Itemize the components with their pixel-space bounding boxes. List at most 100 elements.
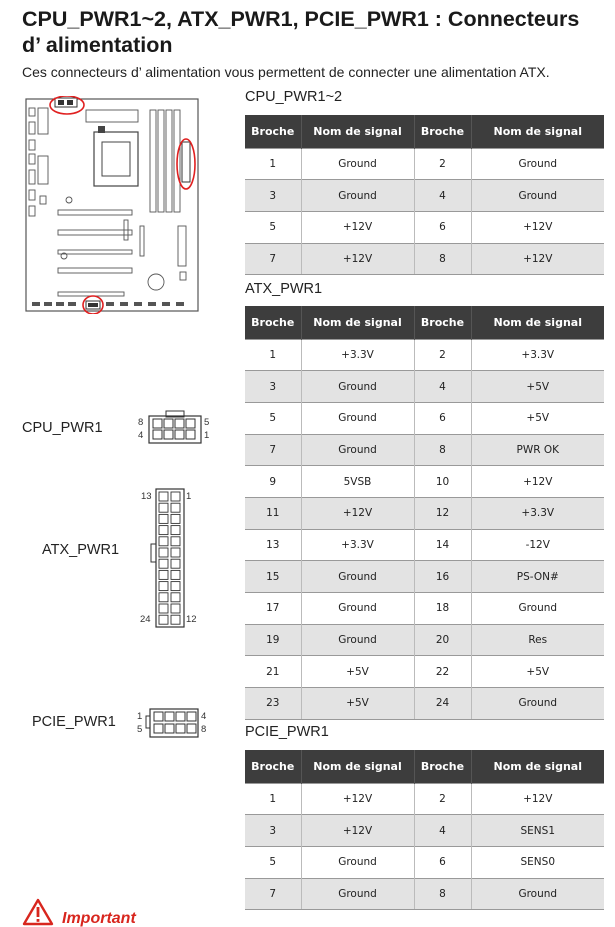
pin-number-cell: 1 bbox=[245, 782, 301, 815]
signal-name-cell: SENS1 bbox=[470, 814, 604, 847]
pcie-pin-1-label: 1 bbox=[137, 711, 143, 722]
signal-name-cell: +12V bbox=[300, 782, 414, 815]
page-title: CPU_PWR1~2, ATX_PWR1, PCIE_PWR1 : Connec… bbox=[22, 7, 580, 57]
column-header: Nom de signal bbox=[470, 115, 604, 148]
pin-number-cell: 1 bbox=[245, 147, 301, 180]
signal-name-cell: +3.3V bbox=[470, 338, 604, 371]
signal-name-cell: SENS0 bbox=[470, 845, 604, 879]
pin-number-cell: 6 bbox=[413, 401, 471, 435]
pin-number-cell: 8 bbox=[413, 433, 471, 466]
signal-name-cell: Ground bbox=[300, 179, 414, 212]
signal-name-cell: Ground bbox=[470, 592, 604, 625]
signal-name-cell: +12V bbox=[300, 496, 414, 530]
pcie-pwr-label: PCIE_PWR1 bbox=[32, 714, 116, 730]
atx-pin-square bbox=[158, 547, 169, 558]
pin-number-cell: 10 bbox=[413, 465, 471, 498]
signal-name-cell: Ground bbox=[300, 401, 414, 435]
pin-number-cell: 6 bbox=[413, 845, 471, 879]
pin-number-cell: 1 bbox=[245, 338, 301, 371]
column-header: Broche bbox=[245, 306, 301, 339]
atx-pin-square bbox=[170, 614, 181, 625]
signal-name-cell: Ground bbox=[300, 560, 414, 593]
atx-pin-square bbox=[170, 569, 181, 580]
signal-name-cell: +12V bbox=[470, 242, 604, 276]
signal-name-cell: 5VSB bbox=[300, 465, 414, 498]
atx-pin-1-label: 1 bbox=[186, 491, 192, 502]
signal-name-cell: +12V bbox=[300, 210, 414, 244]
atx-pin-square bbox=[170, 513, 181, 524]
atx-pin-13-label: 13 bbox=[141, 491, 152, 502]
signal-name-cell: Ground bbox=[300, 623, 414, 656]
pin-number-cell: 5 bbox=[245, 210, 301, 244]
pin-number-cell: 3 bbox=[245, 179, 301, 212]
pin-number-cell: 22 bbox=[413, 655, 471, 688]
signal-name-cell: +3.3V bbox=[300, 528, 414, 561]
pcie-table-title: PCIE_PWR1 bbox=[245, 724, 329, 740]
atx-pwr-connector-drawing bbox=[150, 488, 185, 628]
column-header: Nom de signal bbox=[470, 306, 604, 339]
atx-pin-square bbox=[170, 603, 181, 614]
pin-number-cell: 7 bbox=[245, 433, 301, 466]
cpu-pin-8-label: 8 bbox=[138, 417, 144, 428]
signal-name-cell: -12V bbox=[470, 528, 604, 561]
atx-pin-12-label: 12 bbox=[186, 614, 197, 625]
pin-number-cell: 2 bbox=[413, 147, 471, 180]
signal-name-cell: Ground bbox=[470, 687, 604, 720]
atx-pin-square bbox=[170, 547, 181, 558]
pcie-pwr-connector-drawing bbox=[145, 708, 199, 738]
pin-number-cell: 13 bbox=[245, 528, 301, 561]
cpu-pin-5-label: 5 bbox=[204, 417, 210, 428]
atx-pwr-label: ATX_PWR1 bbox=[42, 542, 120, 558]
motherboard-diagram bbox=[25, 96, 199, 314]
column-header: Nom de signal bbox=[470, 750, 604, 783]
atx-pin-square bbox=[158, 536, 169, 547]
pin-number-cell: 7 bbox=[245, 242, 301, 276]
atx-pin-square bbox=[158, 592, 169, 603]
cpu-pin-4-label: 4 bbox=[138, 430, 144, 441]
signal-name-cell: +12V bbox=[470, 465, 604, 498]
pin-number-cell: 11 bbox=[245, 496, 301, 530]
cpu-table-title: CPU_PWR1~2 bbox=[245, 89, 343, 105]
column-header: Nom de signal bbox=[300, 115, 414, 148]
pin-number-cell: 3 bbox=[245, 814, 301, 847]
pin-number-cell: 16 bbox=[413, 560, 471, 593]
pin-number-cell: 23 bbox=[245, 687, 301, 720]
atx-pin-square bbox=[170, 536, 181, 547]
pin-number-cell: 21 bbox=[245, 655, 301, 688]
pin-number-cell: 15 bbox=[245, 560, 301, 593]
pin-number-cell: 12 bbox=[413, 496, 471, 530]
atx-pin-square bbox=[158, 569, 169, 580]
cpu-pwr-table: Broche Nom de signal Broche Nom de signa… bbox=[245, 115, 604, 276]
cpu-pwr-connector-drawing bbox=[148, 410, 202, 444]
atx-pin-square bbox=[158, 603, 169, 614]
atx-pin-square bbox=[158, 491, 169, 502]
column-header: Broche bbox=[245, 750, 301, 783]
atx-pin-24-label: 24 bbox=[140, 614, 151, 625]
pcie-pin-8-label: 8 bbox=[201, 724, 207, 735]
signal-name-cell: +12V bbox=[470, 210, 604, 244]
pin-number-cell: 9 bbox=[245, 465, 301, 498]
signal-name-cell: Ground bbox=[300, 370, 414, 403]
atx-pin-square bbox=[158, 558, 169, 569]
column-header: Nom de signal bbox=[300, 750, 414, 783]
atx-pin-square bbox=[158, 581, 169, 592]
atx-pin-square bbox=[158, 502, 169, 513]
column-header: Broche bbox=[413, 306, 471, 339]
signal-name-cell: +5V bbox=[470, 655, 604, 688]
